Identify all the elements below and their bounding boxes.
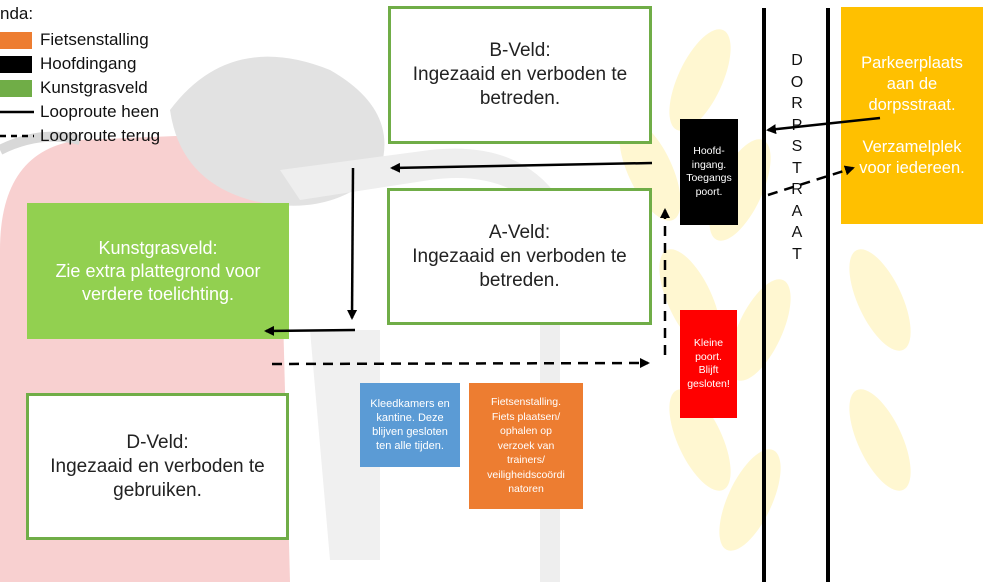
hoofdingang-line: ingang.	[691, 158, 727, 171]
fietsenstalling-line: ophalen op	[500, 425, 552, 438]
street-letter: P	[791, 116, 803, 134]
parkeerplaats-line: dorpsstraat.	[868, 95, 956, 114]
kleine-poort-box: Kleine poort. Blijft gesloten!	[680, 310, 737, 418]
b-veld-line: Ingezaaid en verboden te	[412, 64, 628, 85]
legend-label: Hoofdingang	[40, 54, 137, 73]
parkeerplaats-box: Parkeerplaats aan de dorpsstraat. Verzam…	[841, 7, 983, 224]
street-letter: T	[792, 159, 802, 177]
legend-label: Fietsenstalling	[40, 30, 149, 49]
parkeerplaats-line: Parkeerplaats	[861, 53, 963, 72]
kleine-poort-line: gesloten!	[687, 377, 730, 390]
d-veld-box: D-Veld: Ingezaaid en verboden te gebruik…	[26, 393, 289, 540]
fietsenstalling-line: trainers/	[507, 454, 545, 467]
kunstgrasveld-line: Zie extra plattegrond voor	[55, 260, 261, 281]
legend-item-looproute-terug: Looproute terug	[0, 126, 160, 146]
hoofdingang-box: Hoofd- ingang. Toegangs poort.	[680, 119, 738, 225]
kleine-poort-line: Kleine	[693, 337, 724, 349]
legend-label: Looproute heen	[40, 102, 160, 121]
black-swatch-icon	[0, 55, 32, 73]
legend-item-fietsenstalling: Fietsenstalling	[0, 30, 149, 50]
parkeerplaats-line: aan de	[886, 74, 938, 93]
hoofdingang-line: Toegangs	[686, 172, 732, 184]
d-veld-title: D-Veld:	[126, 431, 189, 453]
a-veld-box: A-Veld: Ingezaaid en verboden te betrede…	[387, 188, 652, 325]
street-letter: R	[791, 181, 803, 198]
route-heen-arrow	[766, 116, 881, 135]
street-letter: R	[791, 95, 803, 112]
legend-label: Kunstgrasveld	[40, 78, 148, 97]
legend-item-hoofdingang: Hoofdingang	[0, 54, 136, 74]
route-heen-arrow	[390, 161, 653, 173]
street-letter: D	[791, 52, 803, 69]
kleedkamers-line: kantine. Deze	[376, 412, 444, 424]
street-letter: O	[790, 73, 804, 91]
route-terug-arrow	[767, 165, 855, 197]
b-veld-title: B-Veld:	[489, 40, 551, 61]
fietsenstalling-line: Fiets plaatsen/	[491, 410, 561, 423]
kunstgrasveld-box: Kunstgrasveld: Zie extra plattegrond voo…	[27, 203, 289, 339]
route-heen-arrow	[347, 167, 358, 320]
hoofdingang-line: Hoofd-	[693, 145, 725, 157]
kleine-poort-line: Blijft	[698, 364, 719, 376]
a-veld-line: Ingezaaid en verboden te	[412, 245, 627, 267]
d-veld-line: gebruiken.	[113, 479, 202, 501]
green-swatch-icon	[0, 79, 32, 97]
kleine-poort-line: poort.	[695, 350, 722, 363]
a-veld-line: betreden.	[479, 269, 560, 291]
orange-swatch-icon	[0, 31, 32, 49]
street-letter: A	[791, 202, 803, 220]
fietsenstalling-line: veiligheidscoördi	[487, 468, 565, 481]
legend-title: nda:	[0, 4, 34, 23]
street-letter: A	[791, 224, 803, 241]
kleedkamers-line: ten alle tijden.	[376, 440, 444, 452]
fietsenstalling-line: verzoek van	[497, 439, 555, 452]
a-veld-title: A-Veld:	[488, 221, 551, 243]
legend: nda: Fietsenstalling Hoofdingang Kunstgr…	[0, 0, 200, 160]
street-letter: S	[791, 138, 803, 155]
b-veld-box: B-Veld: Ingezaaid en verboden te betrede…	[388, 6, 652, 144]
hoofdingang-line: poort.	[695, 185, 723, 198]
d-veld-line: Ingezaaid en verboden te	[50, 455, 265, 477]
parkeerplaats-line: Verzamelplek	[862, 137, 962, 156]
street-letter: T	[792, 245, 802, 263]
kunstgrasveld-line: verdere toelichting.	[81, 283, 235, 304]
kleedkamers-box: Kleedkamers en kantine. Deze blijven ges…	[360, 383, 460, 467]
legend-item-kunstgrasveld: Kunstgrasveld	[0, 78, 148, 98]
route-heen-arrow	[264, 325, 356, 336]
b-veld-line: betreden.	[479, 88, 561, 109]
legend-label: Looproute terug	[40, 126, 161, 145]
legend-item-looproute-heen: Looproute heen	[0, 102, 159, 122]
kleedkamers-line: blijven gesloten	[372, 426, 448, 438]
dashed-line-icon	[0, 134, 34, 138]
route-terug-arrow	[271, 358, 650, 369]
solid-line-icon	[0, 110, 34, 114]
kleedkamers-line: Kleedkamers en	[370, 398, 450, 410]
parkeerplaats-line: voor iedereen.	[859, 158, 965, 177]
fietsenstalling-box: Fietsenstalling. Fiets plaatsen/ ophalen…	[469, 383, 583, 509]
fietsenstalling-line: natoren	[508, 483, 544, 496]
kunstgrasveld-title: Kunstgrasveld:	[98, 237, 218, 258]
street-label: D O R P S T R A A T	[787, 50, 807, 265]
fietsenstalling-line: Fietsenstalling.	[490, 396, 562, 409]
